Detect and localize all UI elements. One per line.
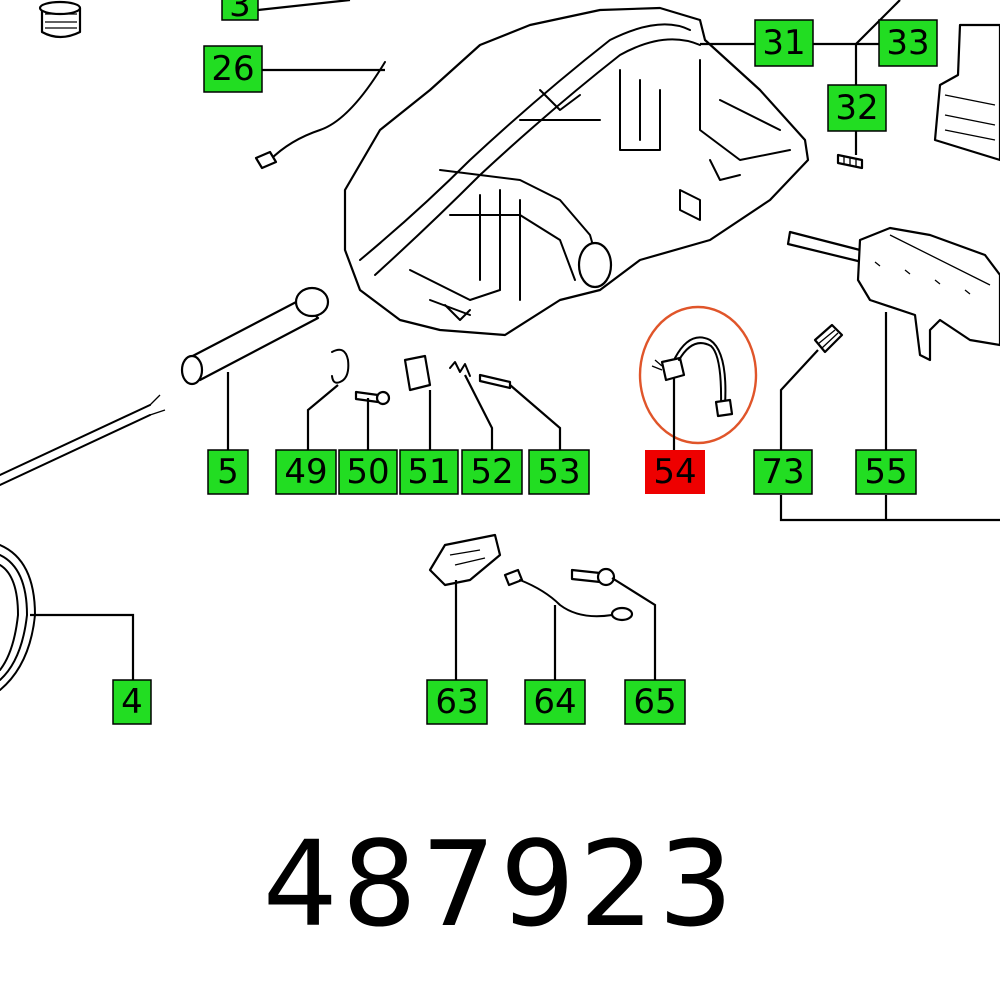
- label-49-box: [275, 449, 337, 495]
- label-63[interactable]: 63: [426, 679, 488, 725]
- label-73-box: [753, 449, 813, 495]
- cable-26-drawing: [254, 61, 386, 170]
- label-53[interactable]: 53: [528, 449, 590, 495]
- sleeve-5-drawing: [180, 286, 330, 386]
- label-33[interactable]: 33: [878, 19, 938, 67]
- screw-32-drawing: [836, 153, 864, 170]
- label-54-text: 54: [653, 452, 696, 492]
- label-26[interactable]: 26: [203, 45, 263, 93]
- label-4[interactable]: 4: [112, 679, 152, 725]
- label-5-text: 5: [217, 452, 239, 492]
- label-55-box: [855, 449, 917, 495]
- label-50-box: [338, 449, 398, 495]
- label-65-box: [624, 679, 686, 725]
- pin-53-drawing: [478, 373, 512, 390]
- spring-clip-49-drawing: [331, 348, 350, 384]
- brush-73-drawing: [813, 323, 844, 354]
- label-26-text: 26: [211, 49, 254, 89]
- label-53-text: 53: [537, 452, 580, 492]
- block-51-drawing: [403, 354, 432, 392]
- screw-65-drawing: [570, 567, 616, 587]
- label-4-text: 4: [121, 682, 143, 722]
- label-3-box: [221, 0, 259, 21]
- label-53-box: [528, 449, 590, 495]
- screw-50-drawing: [354, 390, 391, 406]
- label-3-text: 3: [229, 0, 251, 25]
- label-51[interactable]: 51: [399, 449, 459, 495]
- label-5[interactable]: 5: [207, 449, 249, 495]
- coiled-cable-4-drawing: [0, 544, 36, 691]
- carbon-brush-54-drawing: [638, 305, 758, 445]
- label-52-box: [461, 449, 523, 495]
- cable-left-drawing: [0, 394, 166, 486]
- spring-52-drawing: [449, 361, 471, 377]
- label-73[interactable]: 73: [753, 449, 813, 495]
- label-65-text: 65: [633, 682, 676, 722]
- label-4-box: [112, 679, 152, 725]
- label-55[interactable]: 55: [855, 449, 917, 495]
- label-64-text: 64: [533, 682, 576, 722]
- cable-64-drawing: [503, 568, 634, 622]
- label-55-text: 55: [864, 452, 907, 492]
- label-52[interactable]: 52: [461, 449, 523, 495]
- label-50[interactable]: 50: [338, 449, 398, 495]
- leader-lines: [30, 0, 1000, 680]
- label-33-box: [878, 19, 938, 67]
- shaft-plate-55-drawing: [786, 226, 1000, 362]
- switch-63-drawing: [428, 533, 502, 587]
- label-31-box: [754, 19, 814, 67]
- label-49-text: 49: [284, 452, 327, 492]
- label-63-box: [426, 679, 488, 725]
- label-32-text: 32: [835, 88, 878, 128]
- label-49[interactable]: 49: [275, 449, 337, 495]
- cover-panel-33-drawing: [933, 23, 1000, 162]
- cap-part-drawing: [38, 0, 82, 39]
- label-64-box: [524, 679, 586, 725]
- label-51-box: [399, 449, 459, 495]
- label-33-text: 33: [886, 23, 929, 63]
- label-54-highlighted[interactable]: 54: [645, 450, 705, 494]
- label-54-box: [645, 450, 705, 494]
- label-64[interactable]: 64: [524, 679, 586, 725]
- label-5-box: [207, 449, 249, 495]
- label-50-text: 50: [346, 452, 389, 492]
- label-3[interactable]: 3: [221, 0, 259, 25]
- highlight-ring: [638, 305, 758, 445]
- label-31[interactable]: 31: [754, 19, 814, 67]
- label-26-box: [203, 45, 263, 93]
- label-32-box: [827, 84, 887, 132]
- label-63-text: 63: [435, 682, 478, 722]
- article-number: 487923: [262, 815, 738, 953]
- label-31-text: 31: [762, 23, 805, 63]
- label-73-text: 73: [761, 452, 804, 492]
- motor-housing-drawing: [343, 6, 810, 337]
- label-52-text: 52: [470, 452, 513, 492]
- label-51-text: 51: [407, 452, 450, 492]
- label-32[interactable]: 32: [827, 84, 887, 132]
- label-65[interactable]: 65: [624, 679, 686, 725]
